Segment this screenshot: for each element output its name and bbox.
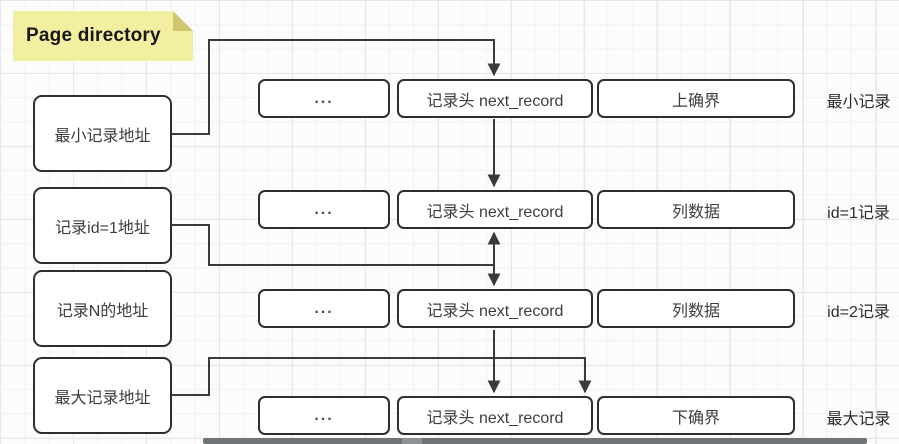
arrow-max-addr-to-row4: [172, 357, 592, 396]
row1-cell-supremum: 上确界: [597, 79, 795, 118]
row3-cell-column-data: 列数据: [597, 289, 795, 328]
row3-label: id=2记录: [827, 304, 890, 321]
row2-cell-record-header: 记录头 next_record: [397, 190, 593, 229]
row1-cell-record-header: 记录头 next_record: [397, 79, 593, 118]
line-id1-addr-to-junction: [172, 224, 494, 266]
row2-cell-column-data: 列数据: [597, 190, 795, 229]
address-box-max-record: 最大记录地址: [33, 357, 172, 434]
row2-cell-dots: ...: [258, 190, 390, 229]
row4-cell-dots: ...: [258, 396, 390, 435]
note-background: [13, 11, 193, 61]
row4-cell-infimum: 下确界: [597, 396, 795, 435]
row3-cell-record-header: 记录头 next_record: [397, 289, 593, 328]
arrow-min-addr-to-row1: [172, 39, 501, 135]
row1-label: 最小记录: [826, 94, 891, 111]
address-box-min-record: 最小记录地址: [33, 95, 172, 172]
row4-label: 最大记录: [826, 411, 891, 428]
row1-cell-dots: ...: [258, 79, 390, 118]
row3-cell-dots: ...: [258, 289, 390, 328]
address-box-recordN: 记录N的地址: [33, 270, 172, 347]
note-title: Page directory: [26, 25, 161, 46]
cutoff-bottom-shape: [203, 438, 867, 444]
address-box-id1-record: 记录id=1地址: [33, 187, 172, 264]
row2-label: id=1记录: [827, 205, 890, 222]
row4-cell-record-header: 记录头 next_record: [397, 396, 593, 435]
page-directory-note: Page directory: [13, 11, 193, 61]
